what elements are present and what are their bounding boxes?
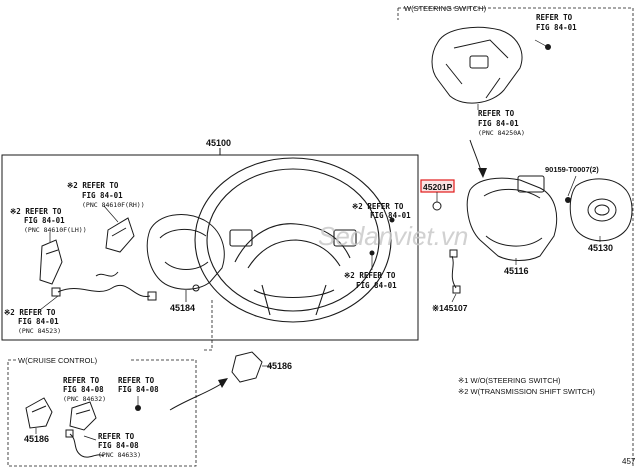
part-45186-main: 45186 [267, 361, 292, 371]
ref-ss-bottom-2: FIG 84-01 [478, 119, 519, 128]
ref-cc-c-pnc: (PNC 84633) [98, 451, 141, 459]
steering-switch-assy [431, 26, 523, 104]
switch-rh [105, 217, 135, 253]
part-45100: 45100 [206, 138, 231, 148]
nut-45201p [432, 201, 442, 211]
ref-left-mid-2: FIG 84-01 [24, 216, 65, 225]
leader-wire-harness [39, 295, 59, 311]
corner-code: 457 [622, 457, 636, 466]
note-2: ※2 W(TRANSMISSION SHIFT SWITCH) [458, 387, 595, 396]
part-145107: ※145107 [432, 303, 468, 313]
screw-cruise [135, 405, 141, 411]
ref-left-top-2: FIG 84-01 [82, 191, 123, 200]
ref-wheel-low-1: ※2 REFER TO [344, 271, 396, 280]
ref-wheel-right-2: FIG 84-01 [370, 211, 411, 220]
ref-cc-b-2: FIG 84-08 [118, 385, 159, 394]
leader-cruise-wire [83, 435, 97, 441]
bolt-90159-label: 90159-T0007(2) [545, 165, 599, 174]
ref-cc-a-1: REFER TO [63, 376, 100, 385]
steering-switch-frame [398, 7, 634, 466]
ref-left-mid-1: ※2 REFER TO [10, 207, 62, 216]
ref-wheel-low-2: FIG 84-01 [356, 281, 397, 290]
ref-cc-b-1: REFER TO [118, 376, 155, 385]
watermark: Sedanviet.vn [318, 221, 468, 251]
arrow-head-cover [218, 378, 228, 388]
leader-switch-rh [103, 205, 119, 223]
ref-left-top-pnc: (PNC 84610F(RH)) [82, 201, 145, 209]
ref-wheel-right-1: ※2 REFER TO [352, 202, 404, 211]
part-45186-cruise: 45186 [24, 434, 49, 444]
ref-cc-c-1: REFER TO [98, 432, 135, 441]
ref-ss-top-2: FIG 84-01 [536, 23, 577, 32]
dashed-wheel-to-cover [202, 300, 213, 351]
ref-left-mid-pnc: (PNC 84610F(LH)) [24, 226, 87, 234]
ref-left-low-2: FIG 84-01 [18, 317, 59, 326]
ref-cc-a-pnc: (PNC 84632) [63, 395, 106, 403]
ref-cc-a-2: FIG 84-08 [63, 385, 104, 394]
cruise-control-title: W(CRUISE CONTROL) [18, 356, 98, 365]
part-45201p: 45201P [423, 182, 453, 192]
ref-cc-c-2: FIG 84-08 [98, 441, 139, 450]
leader-145107 [451, 293, 457, 303]
lower-cover-45184 [146, 214, 225, 292]
connector-145107 [449, 249, 461, 294]
leader-90159 [567, 175, 577, 197]
part-45184: 45184 [170, 303, 195, 313]
leader-ss-top [534, 39, 547, 47]
part-45130: 45130 [588, 243, 613, 253]
arrow-to-cover [169, 381, 225, 411]
ref-left-top-1: ※2 REFER TO [67, 181, 119, 190]
ref-left-low-pnc: (PNC 84523) [18, 327, 61, 335]
ref-ss-bottom-1: REFER TO [478, 109, 515, 118]
bezel-45116 [466, 175, 558, 261]
main-assembly-frame [1, 154, 419, 341]
ref-left-low-1: ※2 REFER TO [4, 308, 56, 317]
cruise-switch-45186 [25, 397, 53, 429]
highlight-45201p [420, 179, 455, 193]
ref-ss-bottom-pnc: (PNC 84250A) [478, 129, 525, 137]
ref-ss-top-1: REFER TO [536, 13, 573, 22]
cover-45186-main [231, 351, 263, 383]
wire-harness [51, 271, 157, 301]
bolt-90159 [565, 197, 571, 203]
airbag-45130 [569, 178, 633, 242]
arrow-head-ss [478, 168, 487, 178]
cruise-wire-84633 [65, 429, 105, 458]
part-45116: 45116 [504, 266, 529, 276]
switch-lh [39, 239, 63, 285]
screw-ss-top [545, 44, 551, 50]
cruise-switch-84632 [69, 401, 97, 431]
steering-switch-title: W(STEERING SWITCH) [404, 4, 487, 13]
note-1: ※1 W/O(STEERING SWITCH) [458, 376, 561, 385]
steering-wheel [194, 157, 392, 323]
cruise-control-frame [7, 359, 197, 467]
